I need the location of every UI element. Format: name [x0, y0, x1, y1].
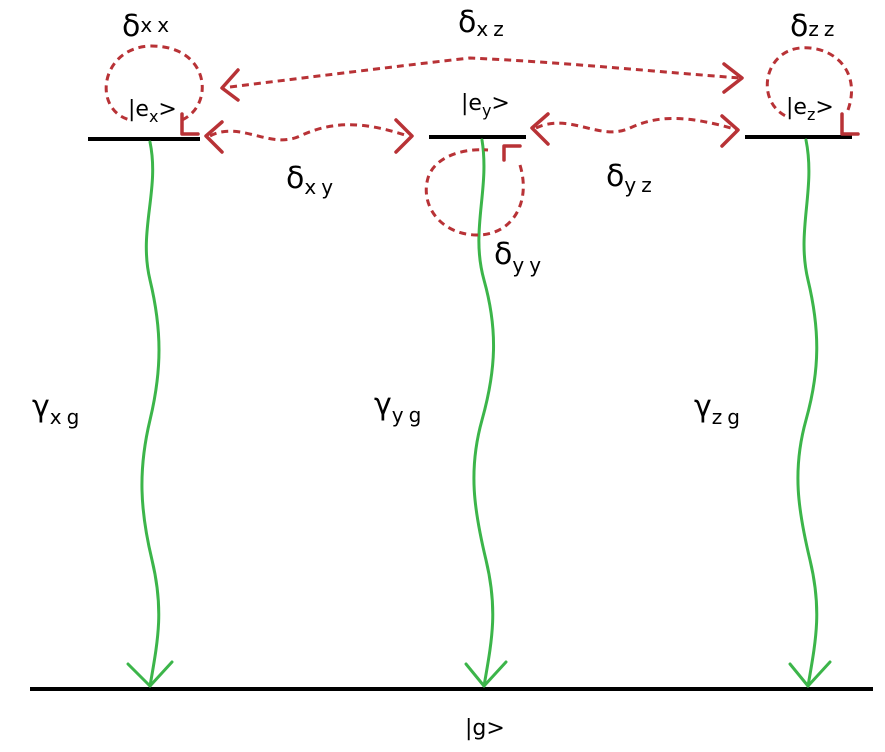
coupling-loop-zz	[765, 46, 860, 136]
label-delta-yy: δyy	[494, 237, 546, 277]
label-state-g: |g>	[465, 716, 505, 741]
label-gamma-yg: γyg	[374, 387, 426, 427]
label-delta-xy: δxy	[286, 161, 338, 199]
label-delta-xx: δxx	[122, 9, 174, 44]
decay-arrow-zg	[788, 138, 832, 688]
label-state-ey: |ey>	[461, 91, 510, 120]
coupling-loop-xx	[104, 44, 204, 136]
label-delta-zz: δzz	[790, 9, 839, 44]
label-delta-yz: δyz	[606, 159, 657, 197]
decay-arrow-xg	[126, 140, 174, 688]
label-delta-xz: δxz	[458, 5, 509, 41]
label-gamma-xg: γxg	[32, 389, 84, 429]
coupling-arrow-yz	[530, 112, 740, 148]
label-state-ez: |ez>	[786, 95, 834, 124]
coupling-loop-yy	[424, 144, 525, 237]
label-state-ex: |ex>	[128, 97, 177, 126]
decay-arrow-yg	[464, 138, 508, 688]
label-gamma-zg: γzg	[694, 389, 745, 429]
coupling-arrow-xy	[204, 118, 414, 154]
coupling-arrow-xz	[220, 56, 744, 102]
